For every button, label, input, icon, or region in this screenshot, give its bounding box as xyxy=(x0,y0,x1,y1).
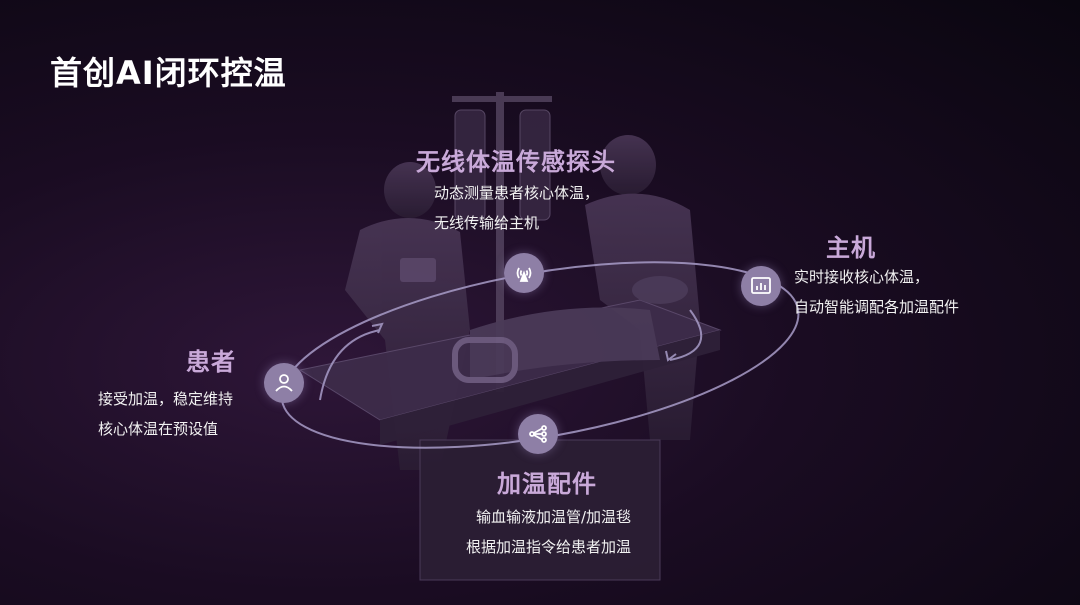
patient-desc-line-1: 接受加温，稳定维持 xyxy=(98,390,234,408)
host-title: 主机 xyxy=(826,234,876,262)
page-title: 首创AI闭环控温 xyxy=(50,54,287,92)
accessories-desc-line-2: 根据加温指令给患者加温 xyxy=(466,538,632,556)
operating-table xyxy=(298,276,722,581)
patient-desc: 接受加温，稳定维持 核心体温在预设值 xyxy=(98,384,233,444)
host-desc-line-1: 实时接收核心体温， xyxy=(794,268,930,286)
iv-pole xyxy=(452,92,552,392)
patient-title: 患者 xyxy=(186,348,236,376)
accessories-desc-line-1: 输血输液加温管/加温毯 xyxy=(476,508,632,526)
wireless-signal-icon xyxy=(504,253,544,293)
monitor-chart-icon xyxy=(741,266,781,306)
sensor-desc: 动态测量患者核心体温， 无线传输给主机 xyxy=(434,178,599,238)
host-desc-line-2: 自动智能调配各加温配件 xyxy=(794,298,960,316)
sensor-desc-line-1: 动态测量患者核心体温， xyxy=(434,184,600,202)
sensor-desc-line-2: 无线传输给主机 xyxy=(434,214,540,232)
sensor-title: 无线体温传感探头 xyxy=(416,148,616,176)
accessories-desc: 输血输液加温管/加温毯 根据加温指令给患者加温 xyxy=(466,502,632,562)
user-icon xyxy=(264,363,304,403)
host-desc: 实时接收核心体温， 自动智能调配各加温配件 xyxy=(794,262,959,322)
share-nodes-icon xyxy=(518,414,558,454)
patient-desc-line-2: 核心体温在预设值 xyxy=(98,420,219,438)
accessories-title: 加温配件 xyxy=(497,470,597,498)
